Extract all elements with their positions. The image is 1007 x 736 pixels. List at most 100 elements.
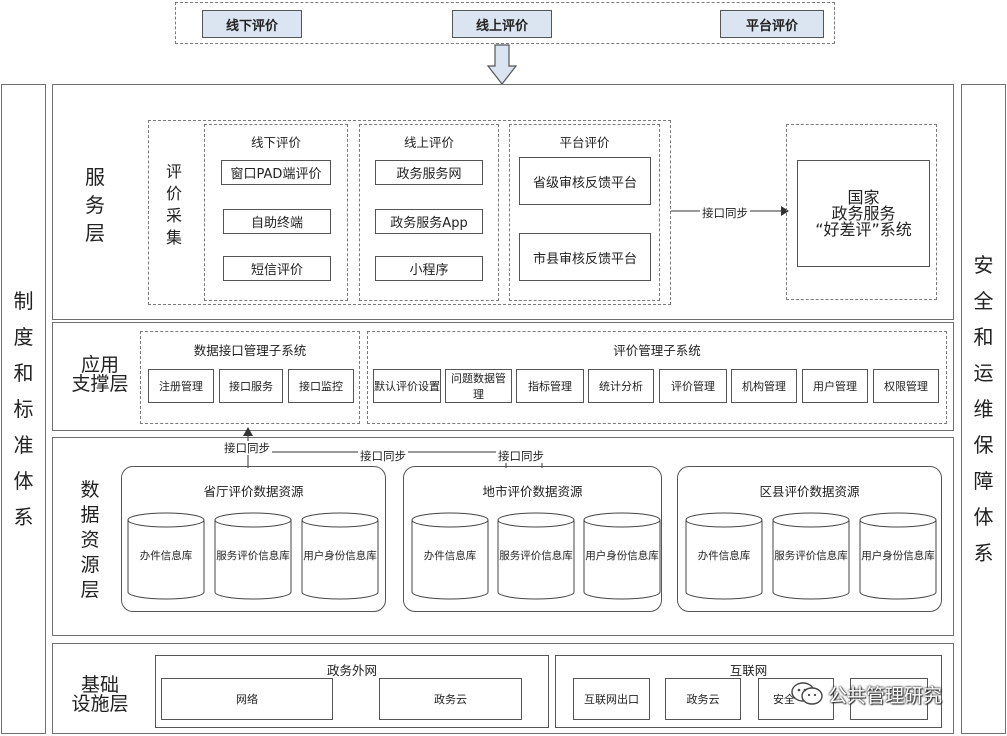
- wechat-icon: [791, 682, 823, 705]
- eval-collect-group: [148, 120, 671, 305]
- layer-line: 设施层: [71, 693, 129, 715]
- db-label: 用户身份信息库: [585, 550, 659, 562]
- layer-char: 层: [85, 221, 105, 245]
- layer-line: 应用: [80, 354, 119, 376]
- db-cylinder: 服务评价信息库: [214, 512, 292, 600]
- top-tab-online[interactable]: 线上评价: [452, 10, 552, 38]
- national-system-box[interactable]: 国家 政务服务 “好差评”系统: [797, 160, 930, 267]
- left-char: 系: [13, 505, 34, 529]
- layer-char: 资: [80, 528, 100, 551]
- data-group-province: [121, 466, 386, 612]
- eval-collect-label: 评 价 采 集: [158, 150, 190, 260]
- online-eval-title: 线上评价: [403, 135, 454, 150]
- db-label: 办件信息库: [423, 550, 477, 562]
- online-item-app[interactable]: 政务服务App: [375, 209, 483, 234]
- left-char: 度: [13, 325, 34, 349]
- right-char: 全: [973, 289, 994, 313]
- layer-char: 层: [80, 578, 100, 601]
- db-label: 服务评价信息库: [499, 550, 573, 562]
- service-layer-name: 服 务 层: [70, 150, 120, 260]
- right-char: 和: [973, 325, 994, 349]
- left-standards-column: 制 度 和 标 准 体 系: [1, 84, 46, 734]
- right-char: 安: [973, 253, 994, 277]
- db-cylinder: 用户身份信息库: [301, 512, 379, 600]
- layer-line: 基础: [80, 674, 119, 696]
- internet-title: 互联网: [729, 663, 768, 678]
- db-label: 服务评价信息库: [774, 550, 848, 562]
- collect-char: 采: [165, 206, 182, 225]
- left-char: 制: [13, 289, 34, 313]
- right-char: 体: [973, 505, 994, 529]
- top-tab-platform[interactable]: 平台评价: [720, 10, 824, 38]
- interface-mgmt-group: [140, 331, 360, 424]
- interface-item-register[interactable]: 注册管理: [148, 369, 214, 403]
- online-eval-group: [359, 124, 499, 301]
- db-label: 办件信息库: [697, 550, 751, 562]
- right-char: 系: [973, 541, 994, 565]
- layer-char: 服: [85, 165, 105, 189]
- right-char: 保: [973, 433, 994, 457]
- layer-char: 据: [80, 503, 100, 526]
- db-cylinder: 办件信息库: [685, 512, 763, 600]
- eval-item-problem[interactable]: 问题数据管理: [445, 369, 512, 403]
- offline-item-sms[interactable]: 短信评价: [223, 256, 331, 281]
- eval-item-stats[interactable]: 统计分析: [588, 369, 654, 403]
- sync-label-3: 接口同步: [496, 449, 546, 463]
- top-eval-bar: [175, 2, 835, 44]
- national-line: 政务服务: [831, 203, 896, 223]
- eval-item-org[interactable]: 机构管理: [731, 369, 797, 403]
- left-char: 体: [13, 469, 34, 493]
- db-label: 办件信息库: [139, 550, 193, 562]
- left-char: 和: [13, 361, 34, 385]
- online-item-web[interactable]: 政务服务网: [375, 160, 483, 185]
- layer-line: 支撑层: [71, 373, 129, 395]
- right-char: 维: [973, 397, 994, 421]
- platform-item-city[interactable]: 市县审核反馈平台: [519, 233, 651, 281]
- db-cylinder: 办件信息库: [411, 512, 489, 600]
- gov-net-title: 政务外网: [326, 663, 377, 678]
- collect-char: 价: [165, 184, 182, 203]
- layer-char: 源: [80, 553, 100, 576]
- internet-item-exit[interactable]: 互联网出口: [573, 678, 650, 720]
- layer-char: 数: [80, 478, 100, 501]
- watermark-text: 公共管理研究: [828, 684, 943, 707]
- offline-item-pad[interactable]: 窗口PAD端评价: [221, 160, 331, 185]
- db-label: 服务评价信息库: [216, 550, 290, 562]
- internet-item-hidden: [850, 678, 928, 720]
- sync-label-2: 接口同步: [358, 449, 408, 463]
- collect-char: 集: [165, 228, 182, 247]
- top-tab-offline[interactable]: 线下评价: [202, 10, 302, 38]
- collect-char: 评: [165, 162, 182, 181]
- db-label: 用户身份信息库: [861, 550, 935, 562]
- data-layer-name: 数 据 资 源 层: [70, 465, 110, 615]
- interface-item-service[interactable]: 接口服务: [219, 369, 283, 403]
- eval-item-permission[interactable]: 权限管理: [873, 369, 939, 403]
- infra-layer-name: 基础 设施层: [60, 665, 140, 725]
- interface-mgmt-title: 数据接口管理子系统: [193, 343, 307, 358]
- eval-item-indicator[interactable]: 指标管理: [516, 369, 584, 403]
- gov-net-item-cloud[interactable]: 政务云: [379, 678, 522, 720]
- eval-item-default[interactable]: 默认评价设置: [373, 369, 441, 403]
- internet-item-cloud[interactable]: 政务云: [665, 678, 741, 720]
- right-security-column: 安 全 和 运 维 保 障 体 系: [961, 84, 1006, 734]
- offline-item-kiosk[interactable]: 自助终端: [223, 209, 331, 234]
- online-item-miniprogram[interactable]: 小程序: [375, 256, 483, 281]
- db-cylinder: 用户身份信息库: [583, 512, 661, 600]
- data-group-city: [403, 466, 662, 612]
- left-char: 准: [13, 433, 34, 457]
- eval-item-user[interactable]: 用户管理: [802, 369, 868, 403]
- db-cylinder: 用户身份信息库: [859, 512, 937, 600]
- data-group-county: [677, 466, 942, 612]
- interface-item-monitor[interactable]: 接口监控: [288, 369, 354, 403]
- data-group-title: 地市评价数据资源: [482, 484, 583, 499]
- eval-item-eval[interactable]: 评价管理: [659, 369, 727, 403]
- platform-item-province[interactable]: 省级审核反馈平台: [519, 157, 651, 205]
- down-arrow-icon: [486, 44, 518, 85]
- platform-eval-title: 平台评价: [559, 135, 610, 150]
- national-line: “好差评”系统: [815, 219, 912, 239]
- gov-net-group: [155, 655, 549, 728]
- left-char: 标: [13, 397, 34, 421]
- eval-mgmt-title: 评价管理子系统: [613, 343, 701, 358]
- gov-net-item-network[interactable]: 网络: [161, 678, 333, 720]
- watermark: 公共管理研究: [790, 680, 970, 708]
